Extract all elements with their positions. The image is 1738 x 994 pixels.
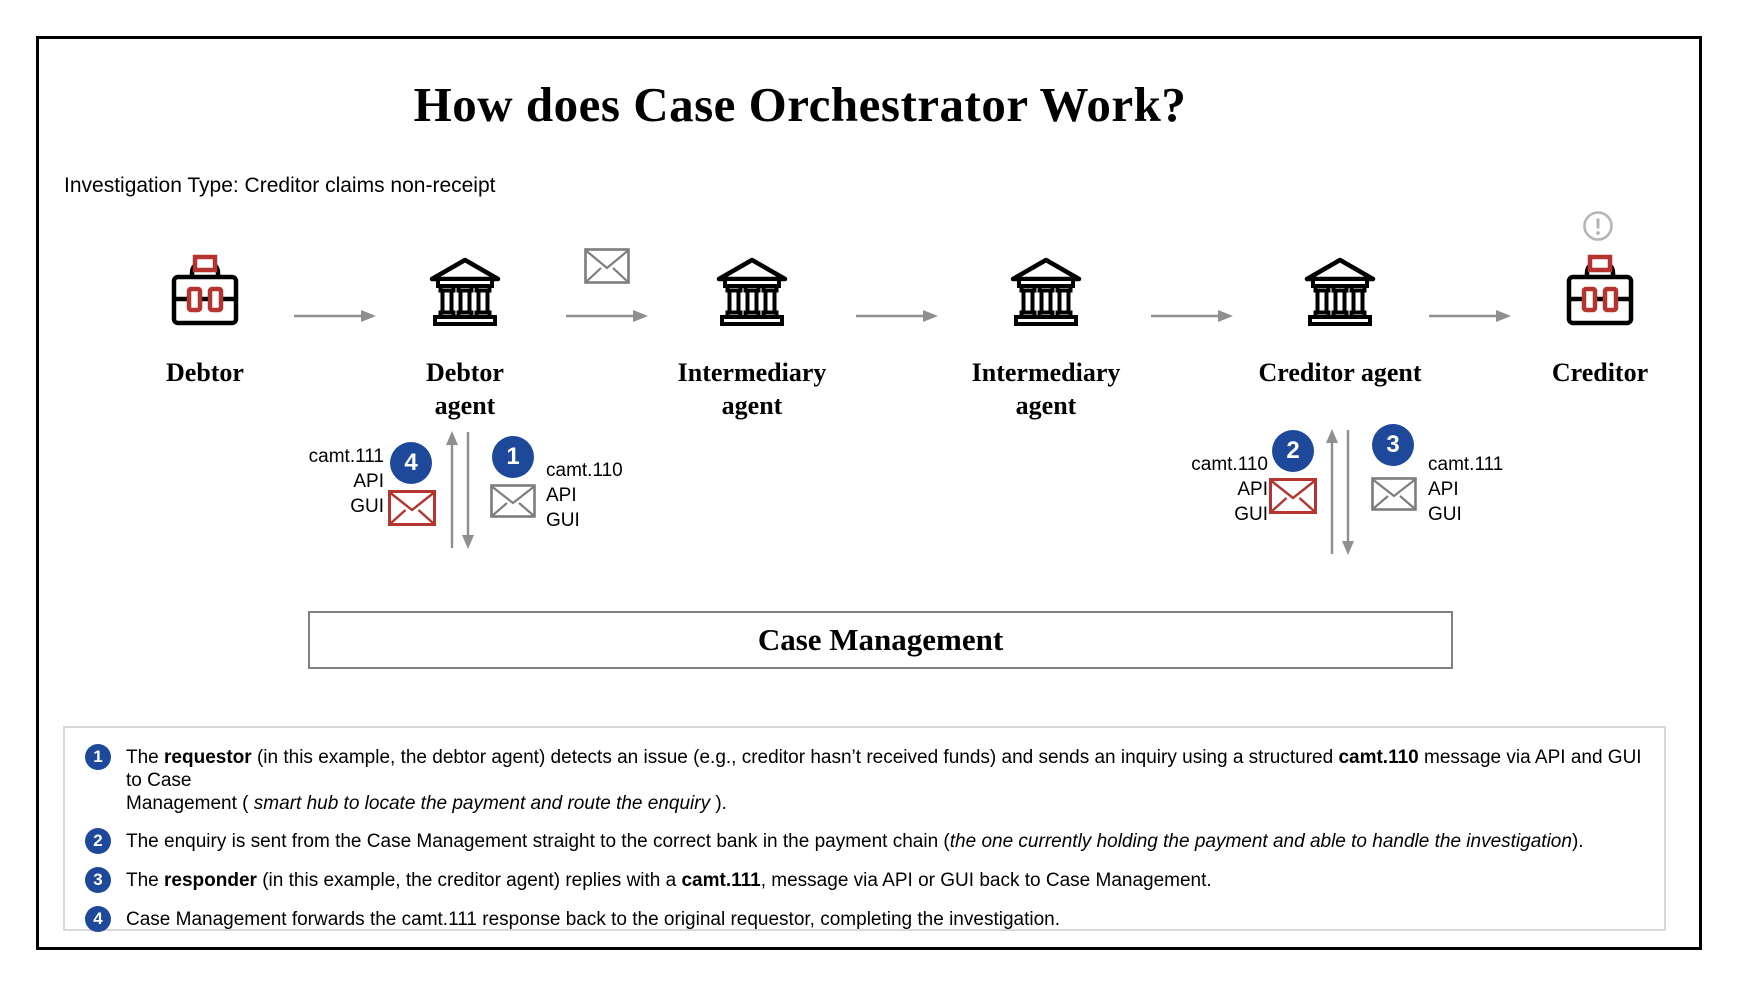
- entity-label: Intermediary agent: [971, 358, 1121, 420]
- bank-icon: [1300, 251, 1380, 331]
- step-badge-2: 2: [1272, 430, 1314, 472]
- entity-label: Debtor agent: [426, 358, 504, 420]
- legend-text: The responder (in this example, the cred…: [126, 870, 1212, 891]
- arrow-down-icon: [460, 430, 476, 550]
- envelope-icon: [490, 484, 536, 518]
- envelope-red-icon: [1269, 478, 1317, 514]
- entity-debtor-agent: Debtor agent: [355, 251, 575, 422]
- bank-icon: [712, 251, 792, 331]
- arrow-right-icon: [292, 308, 378, 324]
- arrow-right-icon: [854, 308, 940, 324]
- legend-item-1: 1 The requestor (in this example, the de…: [85, 744, 1644, 815]
- legend-text: The enquiry is sent from the Case Manage…: [126, 831, 1584, 852]
- message-labels-camt111: camt.111 API GUI: [1428, 454, 1504, 525]
- envelope-icon: [584, 248, 630, 284]
- step-badge-4: 4: [85, 906, 111, 932]
- message-labels-camt110: camt.110 API GUI: [1191, 454, 1268, 525]
- arrow-right-icon: [1149, 308, 1235, 324]
- legend-text: The requestor (in this example, the debt…: [126, 747, 1642, 814]
- arrow-right-icon: [1427, 308, 1513, 324]
- arrow-right-icon: [564, 308, 650, 324]
- envelope-icon: [1371, 477, 1417, 511]
- envelope-red-icon: [388, 490, 436, 526]
- entity-intermediary-agent-2: Intermediary agent: [936, 251, 1156, 422]
- arrow-up-icon: [444, 430, 460, 550]
- message-labels-camt110: camt.110 API GUI: [546, 460, 623, 531]
- step-badge-1: 1: [492, 436, 534, 478]
- entity-label: Intermediary agent: [677, 358, 827, 420]
- page-title: How does Case Orchestrator Work?: [413, 77, 1187, 132]
- entity-label: Debtor: [166, 358, 244, 387]
- entity-intermediary-agent-1: Intermediary agent: [642, 251, 862, 422]
- step-badge-1: 1: [85, 744, 111, 770]
- case-management-box: Case Management: [308, 611, 1453, 669]
- briefcase-icon: [1560, 251, 1640, 331]
- legend-item-3: 3 The responder (in this example, the cr…: [85, 867, 1644, 893]
- step-badge-4: 4: [390, 442, 432, 484]
- entity-label: Creditor: [1551, 358, 1649, 387]
- bank-icon: [425, 251, 505, 331]
- arrow-down-icon: [1340, 428, 1356, 556]
- step-badge-3: 3: [1372, 424, 1414, 466]
- legend-panel: 1 The requestor (in this example, the de…: [63, 726, 1666, 932]
- arrow-up-icon: [1324, 428, 1340, 556]
- entity-debtor: Debtor: [95, 251, 315, 389]
- entity-label: Creditor agent: [1258, 358, 1422, 387]
- exclamation-icon: [1582, 210, 1614, 242]
- step-badge-3: 3: [85, 867, 111, 893]
- investigation-type-label: Investigation Type: Creditor claims non-…: [64, 174, 496, 197]
- message-labels-camt111: camt.111 API GUI: [308, 446, 384, 517]
- legend-item-2: 2 The enquiry is sent from the Case Mana…: [85, 828, 1644, 854]
- step-badge-2: 2: [85, 828, 111, 854]
- entity-creditor: Creditor: [1490, 251, 1710, 389]
- legend-item-4: 4 Case Management forwards the camt.111 …: [85, 906, 1644, 932]
- bank-icon: [1006, 251, 1086, 331]
- case-management-label: Case Management: [757, 622, 1004, 657]
- entity-creditor-agent: Creditor agent: [1230, 251, 1450, 389]
- briefcase-icon: [165, 251, 245, 331]
- legend-text: Case Management forwards the camt.111 re…: [126, 909, 1060, 930]
